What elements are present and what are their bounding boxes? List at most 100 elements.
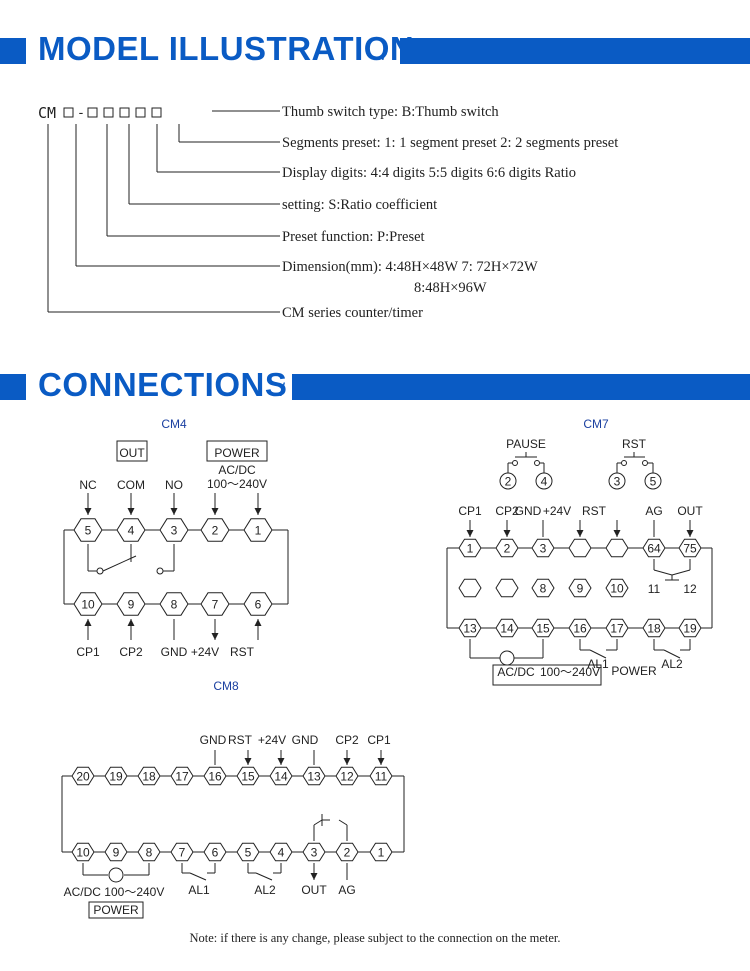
code-box bbox=[63, 107, 74, 118]
model-field-label: Segments preset: 1: 1 segment preset 2: … bbox=[282, 135, 618, 151]
header-accent-right bbox=[292, 374, 750, 400]
cm7-terminal bbox=[644, 472, 662, 490]
terminal-number: 17 bbox=[610, 622, 624, 636]
terminal-number: 5 bbox=[85, 524, 92, 538]
terminal-number: 1 bbox=[255, 524, 262, 538]
terminal-number: 15 bbox=[241, 770, 255, 784]
cm7-terminal bbox=[531, 538, 555, 558]
model-code-dash: - bbox=[79, 104, 84, 120]
cm4-acdc-label: AC/DC bbox=[218, 463, 256, 477]
arrow-head bbox=[211, 633, 219, 640]
code-box bbox=[103, 107, 114, 118]
cm8-terminal bbox=[302, 766, 326, 786]
cm8-al1-label: AL1 bbox=[188, 883, 210, 897]
cm8-terminal bbox=[137, 842, 161, 862]
terminal-number: 5 bbox=[245, 846, 252, 860]
arrow-head bbox=[310, 873, 318, 880]
cm8-terminal bbox=[170, 842, 194, 862]
model-field-label: 8:48H×96W bbox=[414, 280, 487, 296]
model-field-label: Preset function: P:Preset bbox=[282, 229, 425, 245]
arrow-head bbox=[343, 758, 351, 765]
cm4-out-box-label: OUT bbox=[119, 446, 145, 460]
cm7-title: CM7 bbox=[583, 417, 609, 431]
cm4-bottom-label: CP1 bbox=[76, 645, 100, 659]
cm4-terminal bbox=[73, 592, 103, 616]
relay-contact bbox=[156, 567, 164, 575]
cm7-top-label: CP2 bbox=[495, 504, 519, 518]
terminal-number: 64 bbox=[647, 542, 661, 556]
cm7-terminal bbox=[535, 472, 553, 490]
terminal-number: 11 bbox=[375, 770, 388, 784]
cm7-terminal bbox=[568, 618, 592, 638]
cm4-bottom-label: +24V bbox=[191, 645, 219, 659]
terminal-number: 4 bbox=[278, 846, 285, 860]
model-illustration-header: MODEL ILLUSTRATION / bbox=[0, 30, 750, 76]
arrow-head bbox=[170, 508, 178, 515]
arrow-head bbox=[466, 530, 474, 537]
arrow-head bbox=[254, 619, 262, 626]
cm7-power-label: POWER bbox=[611, 664, 657, 678]
cm4-terminal bbox=[159, 592, 189, 616]
cm8-terminal bbox=[104, 766, 128, 786]
transistor bbox=[338, 819, 348, 826]
arrow-head bbox=[244, 758, 252, 765]
relay-contact bbox=[96, 567, 104, 575]
cm8-terminal bbox=[236, 766, 260, 786]
cm7-al2-label: AL2 bbox=[661, 657, 683, 671]
cm4-bottom-label: CP2 bbox=[119, 645, 143, 659]
header-slash: / bbox=[382, 44, 388, 64]
terminal-number: 14 bbox=[274, 770, 288, 784]
cm7-terminal bbox=[458, 578, 482, 598]
arrow-head bbox=[377, 758, 385, 765]
terminal-number: 13 bbox=[463, 622, 477, 636]
switch-contact bbox=[512, 460, 518, 466]
terminal-number: 20 bbox=[76, 770, 90, 784]
terminal-number: 9 bbox=[577, 582, 584, 596]
cm4-bottom-label: GND bbox=[161, 645, 188, 659]
arrow-head bbox=[84, 508, 92, 515]
terminal-number: 8 bbox=[540, 582, 547, 596]
al-blade bbox=[189, 872, 207, 881]
transistor bbox=[313, 819, 323, 826]
relay-blade bbox=[102, 555, 137, 572]
cm4-power-box bbox=[206, 440, 268, 462]
arrow-head bbox=[127, 619, 135, 626]
terminal-number: 8 bbox=[146, 846, 153, 860]
cm7-terminal bbox=[458, 618, 482, 638]
cm7-terminal bbox=[495, 578, 519, 598]
cm8-power-box bbox=[88, 901, 144, 919]
terminal-number: 19 bbox=[683, 622, 697, 636]
cm8-terminal bbox=[71, 766, 95, 786]
cm8-terminal bbox=[137, 766, 161, 786]
model-field-label: Dimension(mm): 4:48H×48W 7: 72H×72W bbox=[282, 259, 538, 275]
cm8-terminal bbox=[71, 842, 95, 862]
cm7-terminal bbox=[678, 618, 702, 638]
terminal-number: 6 bbox=[255, 598, 262, 612]
cm7-terminal bbox=[495, 538, 519, 558]
power-source bbox=[108, 867, 124, 883]
terminal-number: 7 bbox=[179, 846, 186, 860]
terminal-number: 2 bbox=[505, 475, 512, 489]
terminal-number: 18 bbox=[647, 622, 661, 636]
cm7-terminal bbox=[605, 578, 629, 598]
cm4-title: CM4 bbox=[161, 417, 187, 431]
cm8-top-label: GND bbox=[292, 733, 319, 747]
terminal-number: 5 bbox=[650, 475, 657, 489]
terminal-number: 1 bbox=[378, 846, 385, 860]
cm8-terminal bbox=[203, 842, 227, 862]
terminal-number: 9 bbox=[128, 598, 135, 612]
cm7-pause-label: PAUSE bbox=[506, 437, 546, 451]
arrow-head bbox=[277, 758, 285, 765]
terminal-number: 17 bbox=[175, 770, 189, 784]
terminal-number: 16 bbox=[573, 622, 587, 636]
cm8-terminal bbox=[104, 842, 128, 862]
terminal-number: 12 bbox=[683, 582, 697, 596]
arrow-head bbox=[254, 508, 262, 515]
cm8-terminal bbox=[269, 842, 293, 862]
terminal-number: 12 bbox=[340, 770, 354, 784]
arrow-head bbox=[127, 508, 135, 515]
terminal-number: 3 bbox=[311, 846, 318, 860]
cm7-terminal bbox=[605, 618, 629, 638]
cm7-terminal bbox=[458, 538, 482, 558]
terminal-number: 4 bbox=[128, 524, 135, 538]
